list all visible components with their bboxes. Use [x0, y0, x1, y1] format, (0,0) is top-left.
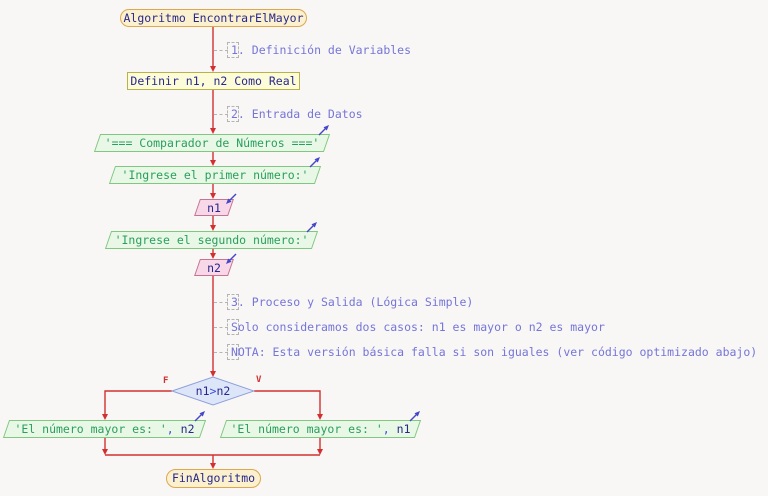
- comment-marker: [227, 319, 239, 335]
- comment-connector: [214, 302, 228, 303]
- comment-variables[interactable]: 1. Definición de Variables: [231, 43, 412, 57]
- comment-marker: [227, 106, 239, 122]
- decision-condition: n1>n2: [167, 374, 259, 408]
- decision-right-operand: n2: [216, 384, 231, 398]
- comment-marker: [227, 294, 239, 310]
- output-result-n1[interactable]: 'El número mayor es: ', n1: [219, 411, 422, 438]
- output-result-n1-text: 'El número mayor es: ', n1: [223, 420, 418, 438]
- decision-operator: >: [209, 384, 217, 398]
- comment-marker: [227, 344, 239, 360]
- write-arrow-icon: [309, 157, 320, 168]
- declare-variables-box[interactable]: Definir n1, n2 Como Real: [127, 72, 300, 90]
- decision-diamond[interactable]: [167, 374, 259, 408]
- write-arrow-icon: [409, 411, 420, 422]
- comment-connector: [214, 114, 228, 115]
- output-result-n2[interactable]: 'El número mayor es: ', n2: [2, 411, 207, 438]
- result-variable: n1: [389, 422, 411, 436]
- result-separator: ,: [382, 422, 390, 436]
- read-arrow-icon: [226, 253, 237, 264]
- output-prompt-second[interactable]: 'Ingrese el segundo número:': [104, 222, 319, 249]
- comment-connector: [214, 327, 228, 328]
- end-terminal[interactable]: FinAlgoritmo: [166, 469, 261, 488]
- declare-variables-label: Definir n1, n2 Como Real: [130, 73, 297, 88]
- start-terminal-label: Algoritmo EncontrarElMayor: [123, 10, 304, 25]
- output-prompt-first[interactable]: 'Ingrese el primer número:': [108, 157, 322, 184]
- comment-two-cases[interactable]: Solo consideramos dos casos: n1 es mayor…: [231, 320, 605, 334]
- comment-marker: [227, 42, 239, 58]
- input-n1[interactable]: n1: [194, 193, 237, 216]
- output-prompt-first-text: 'Ingrese el primer número:': [121, 168, 309, 182]
- input-n2[interactable]: n2: [194, 253, 237, 276]
- output-header[interactable]: '=== Comparador de Números ===': [93, 125, 331, 152]
- read-arrow-icon: [226, 193, 237, 204]
- comment-nota[interactable]: NOTA: Esta versión básica falla si son i…: [231, 345, 758, 359]
- decision-left-operand: n1: [195, 384, 210, 398]
- input-n1-text: n1: [207, 200, 221, 215]
- comment-input-section[interactable]: 2. Entrada de Datos: [231, 107, 363, 121]
- write-arrow-icon: [194, 411, 205, 422]
- write-arrow-icon: [318, 125, 329, 136]
- end-terminal-label: FinAlgoritmo: [171, 471, 256, 485]
- output-prompt-second-text: 'Ingrese el segundo número:': [114, 233, 309, 247]
- comment-connector: [214, 352, 228, 353]
- output-header-text: '=== Comparador de Números ===': [104, 136, 320, 150]
- write-arrow-icon: [306, 222, 317, 233]
- result-string: 'El número mayor es: ': [14, 422, 167, 436]
- input-n2-text: n2: [207, 260, 221, 275]
- branch-false-label: F: [163, 376, 169, 386]
- result-separator: ,: [166, 422, 174, 436]
- branch-true-label: V: [256, 375, 262, 385]
- result-variable: n2: [173, 422, 195, 436]
- output-result-n2-text: 'El número mayor es: ', n2: [6, 420, 203, 438]
- start-terminal[interactable]: Algoritmo EncontrarElMayor: [120, 9, 307, 27]
- comment-process-section[interactable]: 3. Proceso y Salida (Lógica Simple): [231, 295, 474, 309]
- comment-connector: [214, 50, 228, 51]
- result-string: 'El número mayor es: ': [230, 422, 383, 436]
